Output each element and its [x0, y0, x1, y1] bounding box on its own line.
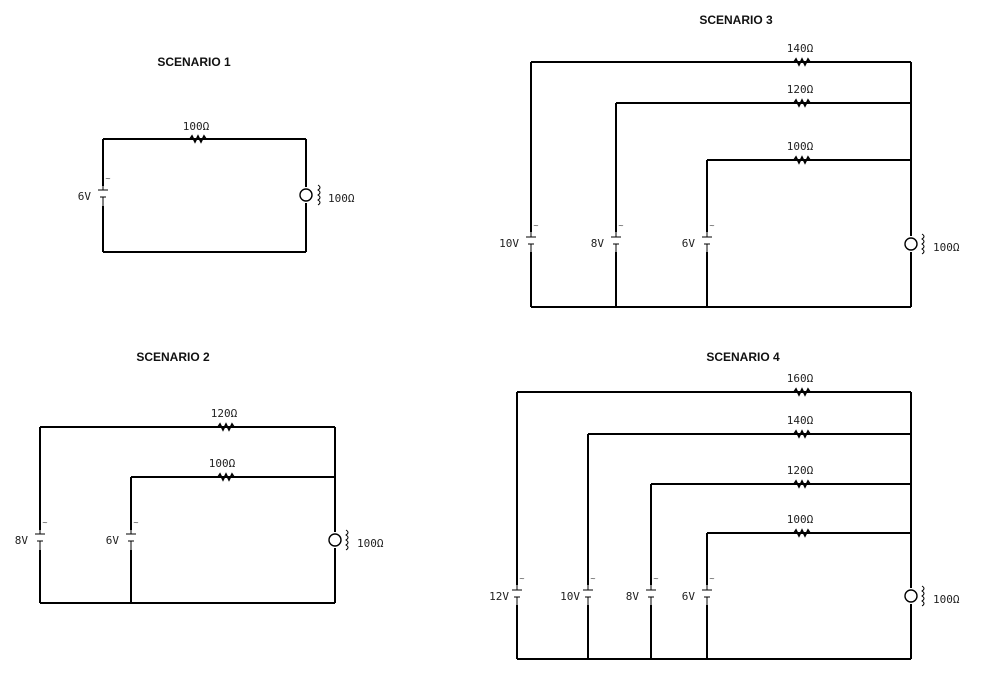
lamp-icon [299, 184, 321, 206]
load-label: 100Ω [328, 192, 355, 205]
resistor-label: 120Ω [787, 464, 814, 477]
lamp-icon [904, 585, 925, 607]
scenario-1: SCENARIO 1 ~ 6V 100Ω 100Ω [78, 55, 355, 253]
battery-label: 12V [489, 590, 509, 603]
lamp-icon [904, 233, 925, 255]
resistor-icon [217, 422, 235, 432]
scenario-4: SCENARIO 4 ~ 12V ~ [489, 350, 960, 660]
battery-label: 8V [626, 590, 640, 603]
battery-icon: ~ [702, 575, 715, 605]
resistor-label: 160Ω [787, 372, 814, 385]
scenario-title: SCENARIO 1 [157, 55, 231, 69]
lamp-icon [328, 529, 349, 551]
scenario-title: SCENARIO 3 [699, 13, 773, 27]
svg-text:~: ~ [133, 519, 139, 527]
svg-text:~: ~ [519, 575, 525, 583]
battery-icon: ~ [35, 519, 48, 550]
svg-text:~: ~ [709, 575, 715, 583]
battery-label: 10V [499, 237, 519, 250]
svg-text:~: ~ [709, 222, 715, 230]
battery-icon: ~ [702, 222, 715, 252]
resistor-label: 100Ω [787, 513, 814, 526]
resistor-label: 100Ω [209, 457, 236, 470]
svg-text:~: ~ [533, 222, 539, 230]
resistor-icon [793, 57, 811, 67]
battery-label: 6V [78, 190, 92, 203]
load-label: 100Ω [933, 241, 960, 254]
svg-text:~: ~ [618, 222, 624, 230]
resistor-icon [793, 479, 811, 489]
svg-text:~: ~ [653, 575, 659, 583]
svg-text:~: ~ [42, 519, 48, 527]
load-label: 100Ω [357, 537, 384, 550]
battery-label: 6V [106, 534, 120, 547]
battery-icon: ~ [512, 575, 525, 605]
resistor-icon [217, 472, 235, 482]
resistor-icon [793, 98, 811, 108]
battery-icon: ~ [126, 519, 139, 550]
battery-icon: ~ [583, 575, 596, 605]
scenario-title: SCENARIO 2 [136, 350, 210, 364]
resistor-icon [793, 387, 811, 397]
battery-label: 8V [591, 237, 605, 250]
battery-label: 8V [15, 534, 29, 547]
scenario-3: SCENARIO 3 ~ 10V ~ 8V [499, 13, 960, 308]
resistor-label: 120Ω [211, 407, 238, 420]
resistor-icon [189, 134, 207, 144]
battery-label: 6V [682, 237, 696, 250]
resistor-label: 140Ω [787, 42, 814, 55]
svg-text:~: ~ [105, 175, 111, 183]
resistor-label: 100Ω [787, 140, 814, 153]
resistor-label: 120Ω [787, 83, 814, 96]
battery-label: 10V [560, 590, 580, 603]
battery-icon: ~ [611, 222, 624, 252]
resistor-icon [793, 155, 811, 165]
scenario-title: SCENARIO 4 [706, 350, 780, 364]
resistor-icon [793, 528, 811, 538]
scenario-2: SCENARIO 2 ~ 8V ~ 6V 120Ω [15, 350, 384, 604]
load-label: 100Ω [933, 593, 960, 606]
resistor-label: 100Ω [183, 120, 210, 133]
svg-text:~: ~ [590, 575, 596, 583]
resistor-icon [793, 429, 811, 439]
resistor-label: 140Ω [787, 414, 814, 427]
battery-label: 6V [682, 590, 696, 603]
battery-icon: ~ [526, 222, 539, 252]
battery-icon: ~ [646, 575, 659, 605]
battery-icon: ~ [98, 175, 111, 206]
